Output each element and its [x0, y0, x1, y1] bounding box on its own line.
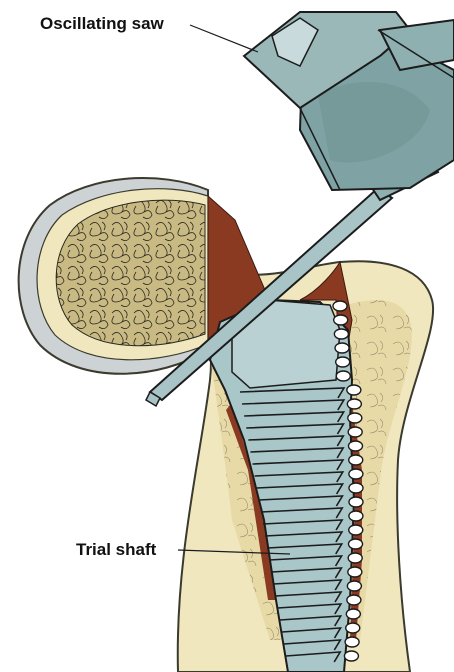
serration-bump [346, 623, 360, 633]
serration-bump [336, 371, 350, 381]
serration-bump [349, 511, 363, 521]
serration-bump [346, 609, 360, 619]
serration-bump [348, 553, 362, 563]
serration-bump [334, 315, 348, 325]
serration-bump [347, 385, 361, 395]
serration-bump [349, 469, 363, 479]
serration-bump [349, 455, 363, 465]
serration-bump [344, 651, 358, 661]
saw-leader-line [190, 25, 258, 52]
serration-bump [345, 637, 359, 647]
serration-bump [348, 567, 362, 577]
serration-bump [349, 483, 363, 493]
serration-bump [333, 301, 347, 311]
serration-bump [349, 539, 363, 549]
serration-bump [349, 441, 363, 451]
oscillating-saw-label: Oscillating saw [40, 14, 164, 34]
serration-bump [347, 595, 361, 605]
serration-bump [335, 343, 349, 353]
serration-bump [349, 497, 363, 507]
serration-bump [334, 329, 348, 339]
trial-shaft-label: Trial shaft [76, 540, 156, 560]
serration-bump [349, 525, 363, 535]
serration-bump [347, 581, 361, 591]
serration-bump [348, 427, 362, 437]
serration-bump [347, 399, 361, 409]
femoral-head [19, 178, 208, 374]
serration-bump [336, 357, 350, 367]
serration-bump [348, 413, 362, 423]
